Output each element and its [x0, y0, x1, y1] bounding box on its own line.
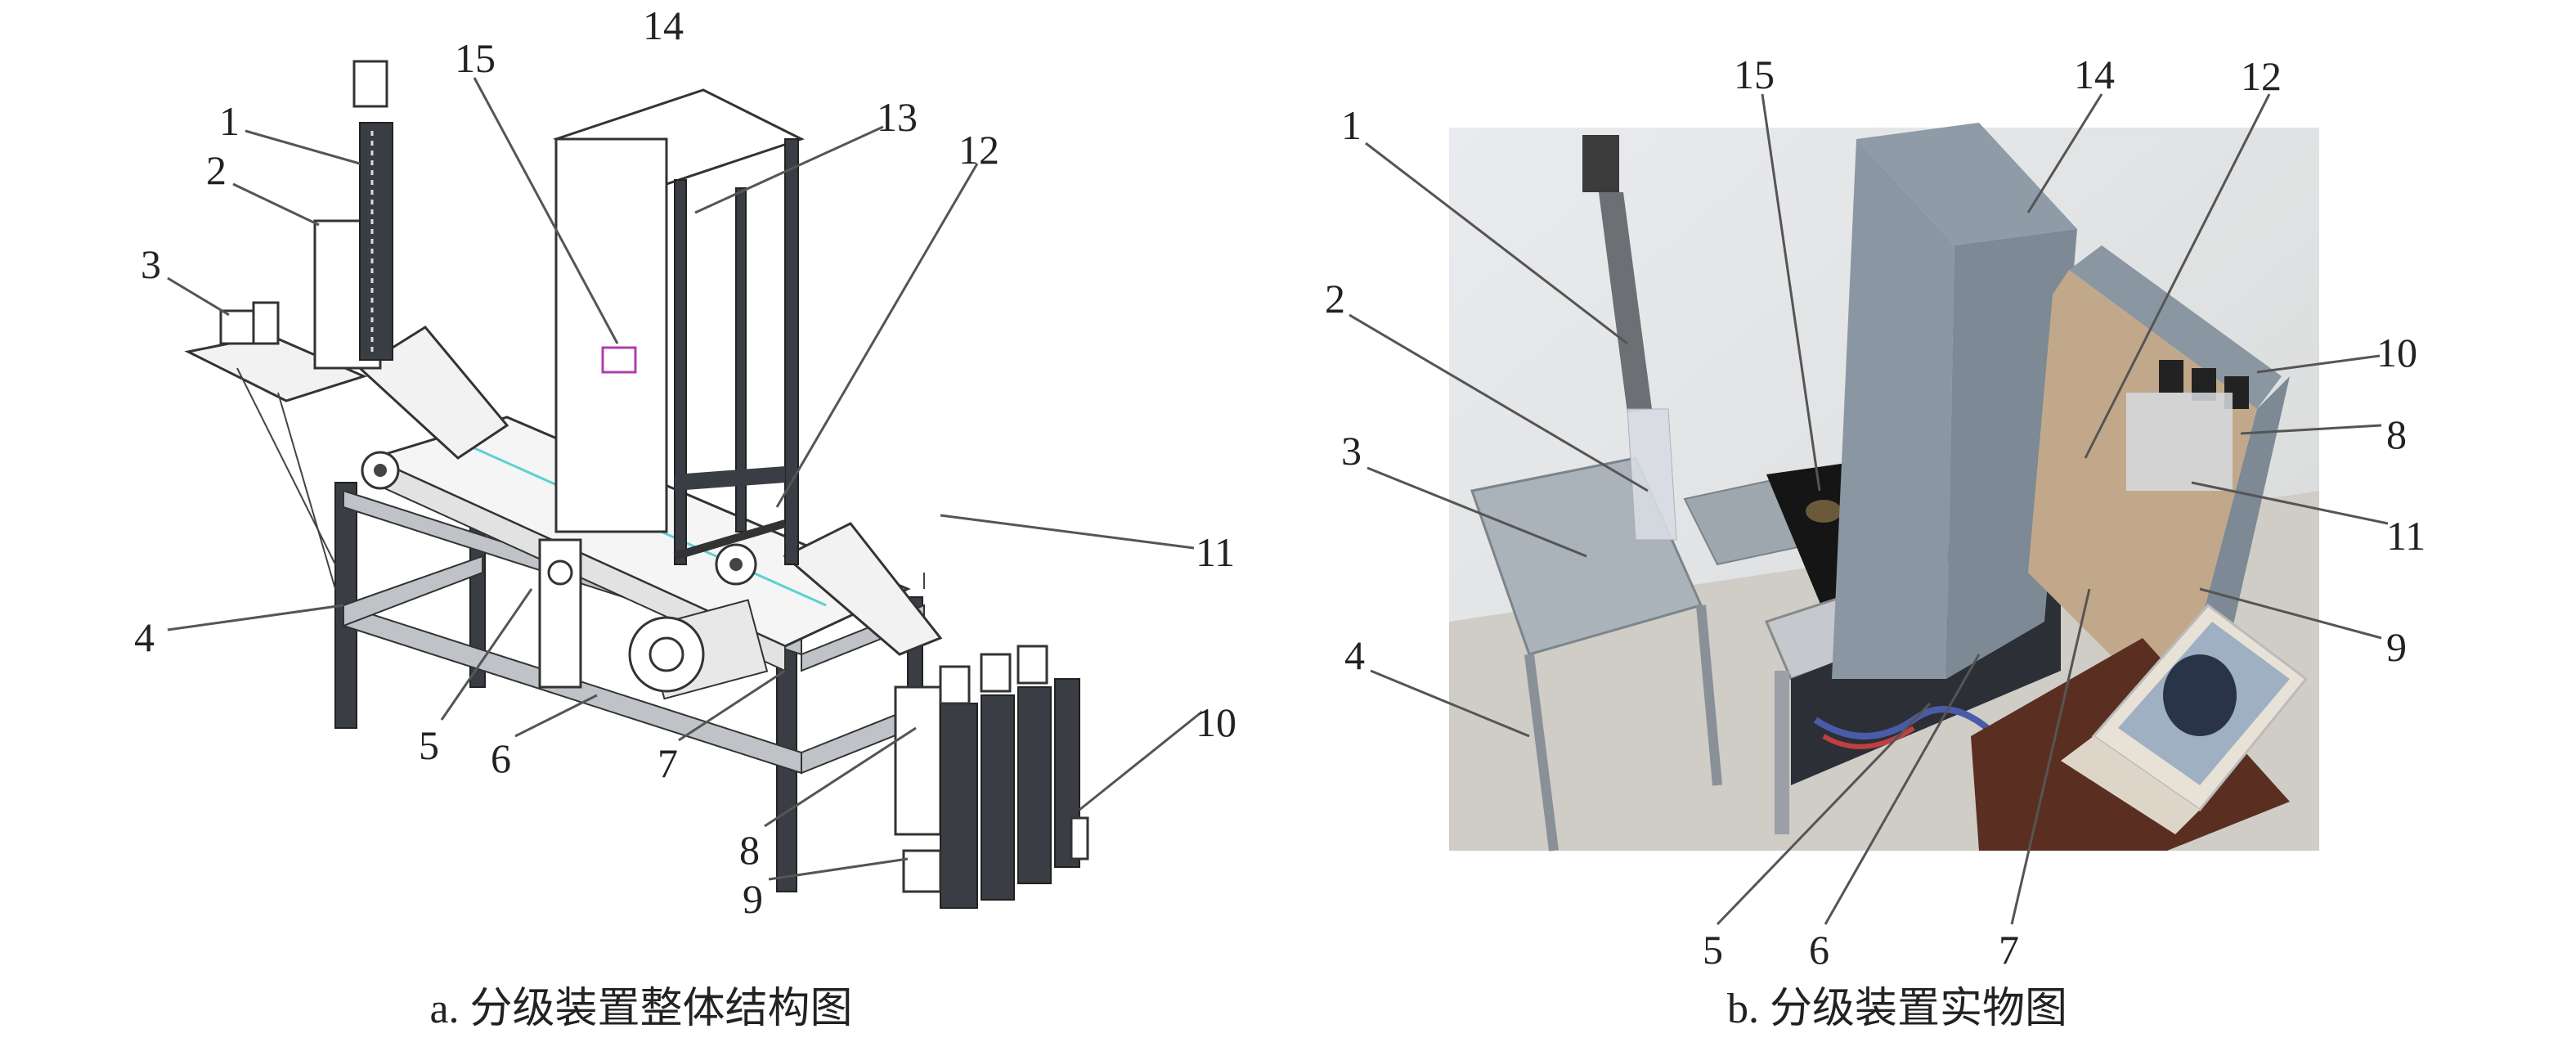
label-a-5: 5 — [419, 722, 439, 768]
caption-a: a. 分级装置整体结构图 — [429, 986, 852, 1032]
label-a-15: 15 — [455, 35, 496, 81]
label-a-2: 2 — [206, 147, 227, 193]
label-a-10: 10 — [1196, 699, 1236, 745]
panel-a-leaders — [167, 77, 1203, 881]
label-a-1: 1 — [219, 98, 240, 144]
label-a-12: 12 — [958, 127, 999, 173]
panel-a-drawing — [184, 60, 1089, 909]
label-a-4: 4 — [134, 614, 155, 660]
panel-b-photo — [1449, 123, 2319, 852]
label-b-6: 6 — [1809, 927, 1829, 973]
label-a-6: 6 — [491, 735, 511, 781]
panel-b-leaders — [1349, 93, 2389, 926]
label-b-1: 1 — [1341, 102, 1362, 148]
panel-a-labels: 1 2 3 4 5 6 7 8 9 10 11 12 13 14 15 a. 分… — [134, 2, 1236, 1032]
label-a-11: 11 — [1196, 529, 1235, 575]
label-a-3: 3 — [141, 241, 161, 287]
label-b-10: 10 — [2376, 330, 2417, 375]
cover-box — [1856, 123, 2077, 245]
label-b-4: 4 — [1344, 632, 1365, 678]
panel-b-labels: 1 2 3 4 5 6 7 8 9 10 11 12 14 15 b. 分级装置… — [1325, 52, 2426, 1032]
label-b-5: 5 — [1703, 927, 1723, 973]
label-b-7: 7 — [1999, 927, 2019, 973]
label-a-7: 7 — [657, 740, 678, 786]
label-a-9: 9 — [743, 876, 763, 922]
label-b-15: 15 — [1734, 52, 1775, 97]
label-a-8: 8 — [739, 827, 760, 873]
label-b-14: 14 — [2074, 52, 2115, 97]
label-b-3: 3 — [1341, 428, 1362, 474]
label-b-12: 12 — [2241, 53, 2282, 99]
label-b-11: 11 — [2386, 513, 2426, 559]
caption-b: b. 分级装置实物图 — [1727, 986, 2067, 1032]
label-a-14: 14 — [643, 2, 684, 48]
label-b-8: 8 — [2386, 411, 2407, 457]
label-b-9: 9 — [2386, 624, 2407, 670]
label-a-13: 13 — [877, 94, 918, 140]
label-b-2: 2 — [1325, 276, 1345, 321]
